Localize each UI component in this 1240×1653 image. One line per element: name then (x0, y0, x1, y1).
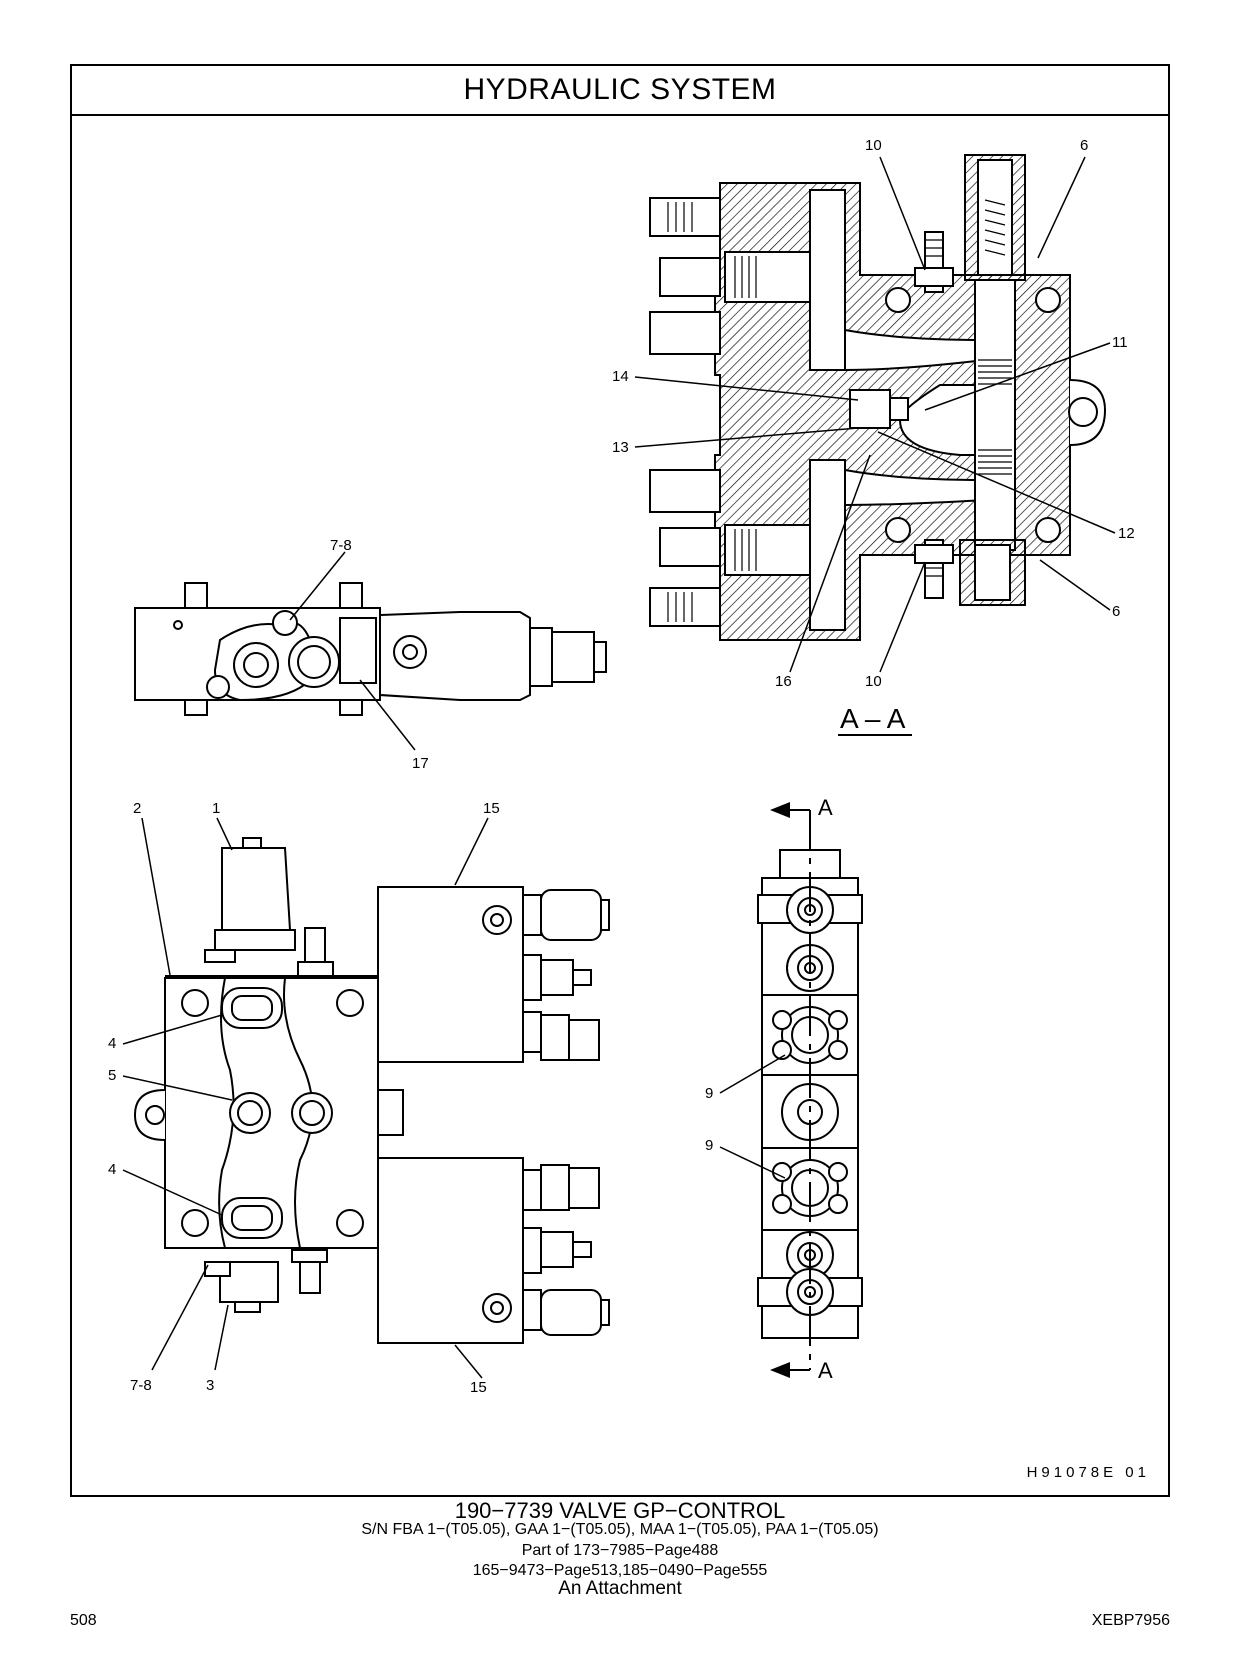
page-references: 165−9473−Page513,185−0490−Page555 (472, 1562, 768, 1579)
callout-13: 13 (612, 439, 629, 456)
callout-9-top: 9 (705, 1085, 713, 1102)
document-code: XEBP7956 (1091, 1612, 1170, 1629)
section-arrow-top (770, 802, 790, 818)
attachment-note: An Attachment (558, 1578, 682, 1599)
top-view (134, 582, 607, 716)
callout-4-bottom: 4 (108, 1161, 116, 1178)
callout-7-8-top: 7-8 (330, 537, 352, 554)
page-number: 508 (70, 1612, 97, 1629)
callout-10-top: 10 (865, 137, 882, 154)
section-arrow-label-bottom: A (818, 1358, 833, 1383)
serial-numbers: S/N FBA 1−(T05.05), GAA 1−(T05.05), MAA … (361, 1521, 879, 1538)
callout-3: 3 (206, 1377, 214, 1394)
callout-11: 11 (1112, 334, 1128, 351)
callout-7-8-bottom: 7-8 (130, 1377, 152, 1394)
callout-4-top: 4 (108, 1035, 116, 1052)
callouts-front: 2 1 15 4 5 4 7-8 3 15 (108, 800, 500, 1396)
callout-1: 1 (212, 800, 220, 817)
callout-6-top: 6 (1080, 137, 1088, 154)
leader-lines-section (634, 156, 1116, 673)
section-arrow-label-top: A (818, 795, 833, 820)
exploded-view-illustration: 10 6 11 14 13 12 6 16 10 A – A 7 (108, 137, 1135, 1396)
figure-code: H91078E 01 (1026, 1464, 1150, 1481)
drawing-frame: HYDRAULIC SYSTEM H91078E 01 (70, 64, 1170, 1497)
callout-14: 14 (612, 368, 629, 385)
section-arrow-bottom (770, 1362, 790, 1378)
callouts-section: 10 6 11 14 13 12 6 16 10 (612, 137, 1135, 690)
callout-17: 17 (412, 755, 429, 772)
callout-2: 2 (133, 800, 141, 817)
callout-6-bottom: 6 (1112, 603, 1120, 620)
callout-9-bottom: 9 (705, 1137, 713, 1154)
section-view-a-a (649, 154, 1107, 641)
part-of-reference: Part of 173−7985−Page488 (521, 1542, 719, 1559)
callout-10-bottom: 10 (865, 673, 882, 690)
front-view (133, 837, 610, 1344)
page-title: HYDRAULIC SYSTEM (72, 66, 1168, 116)
callout-15-bottom: 15 (470, 1379, 487, 1396)
part-title: 190−7739 VALVE GP−CONTROL (454, 1498, 786, 1523)
callout-15-top: 15 (483, 800, 500, 817)
callout-16: 16 (775, 673, 792, 690)
callout-5: 5 (108, 1067, 116, 1084)
callout-12: 12 (1118, 525, 1135, 542)
section-label: A – A (840, 703, 906, 734)
